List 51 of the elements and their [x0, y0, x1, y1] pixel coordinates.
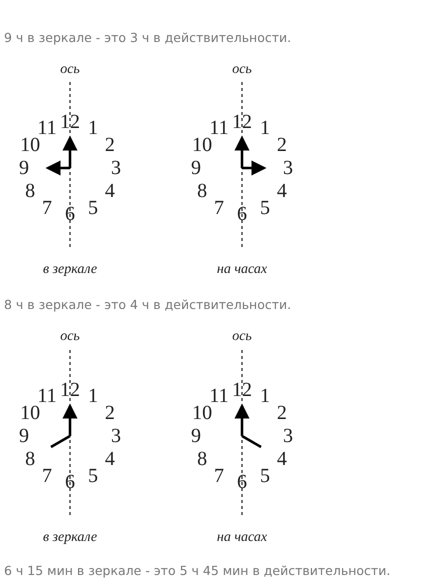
view-caption: на часах [216, 531, 268, 545]
clock-numeral: 4 [104, 449, 115, 469]
clock-numeral: 3 [111, 426, 121, 446]
clock-numeral: 12 [232, 112, 252, 132]
clock-numeral: 8 [25, 449, 36, 469]
clock-numeral: 12 [60, 112, 80, 132]
axis-label: ось [232, 63, 252, 77]
clock-numeral: 9 [19, 158, 29, 178]
clock-numeral: 9 [19, 426, 29, 446]
clock-numeral: 3 [111, 158, 121, 178]
clock-numeral: 6 [237, 472, 247, 492]
statement-text: 6 ч 15 мин в зеркале - это 5 ч 45 мин в действительности. [4, 564, 390, 578]
axis-label: ось [232, 330, 252, 344]
clock-numeral: 2 [276, 135, 287, 155]
clock-numeral: 5 [260, 466, 270, 486]
clock-numeral: 2 [276, 403, 287, 423]
clock-numeral: 4 [276, 449, 287, 469]
view-caption: на часах [216, 263, 268, 277]
clock-numeral: 3 [283, 426, 293, 446]
clock-numeral: 9 [191, 158, 201, 178]
clock-numeral: 8 [197, 449, 208, 469]
clock-numeral: 8 [197, 181, 208, 201]
clock-numeral: 7 [214, 466, 224, 486]
axis-label: ось [60, 330, 80, 344]
clock-numeral: 12 [232, 380, 252, 400]
clock-numeral: 3 [283, 158, 293, 178]
clock-numeral: 5 [260, 198, 270, 218]
clock-numeral: 1 [260, 386, 270, 406]
clock-numeral: 7 [214, 198, 224, 218]
statement-text: 8 ч в зеркале - это 4 ч в действительности. [4, 298, 292, 312]
clock-numeral: 1 [88, 118, 98, 138]
clock-numeral: 7 [42, 198, 52, 218]
clock-numeral: 2 [104, 403, 115, 423]
view-caption: в зеркале [42, 263, 98, 277]
clock-numeral: 5 [88, 466, 98, 486]
view-caption: в зеркале [42, 531, 98, 545]
clock-numeral: 1 [260, 118, 270, 138]
clock-numeral: 6 [65, 204, 75, 224]
clock-numeral: 4 [276, 181, 287, 201]
statement-text: 9 ч в зеркале - это 3 ч в действительности. [4, 32, 292, 44]
clock-numeral: 6 [237, 204, 247, 224]
clock-numeral: 8 [25, 181, 36, 201]
axis-label: ось [60, 63, 80, 77]
clock-numeral: 9 [191, 426, 201, 446]
clock-numeral: 2 [104, 135, 115, 155]
clock-numeral: 4 [104, 181, 115, 201]
clock-numeral: 12 [60, 380, 80, 400]
clock-numeral: 6 [65, 472, 75, 492]
clock-numeral: 1 [88, 386, 98, 406]
clock-numeral: 7 [42, 466, 52, 486]
clock-numeral: 5 [88, 198, 98, 218]
